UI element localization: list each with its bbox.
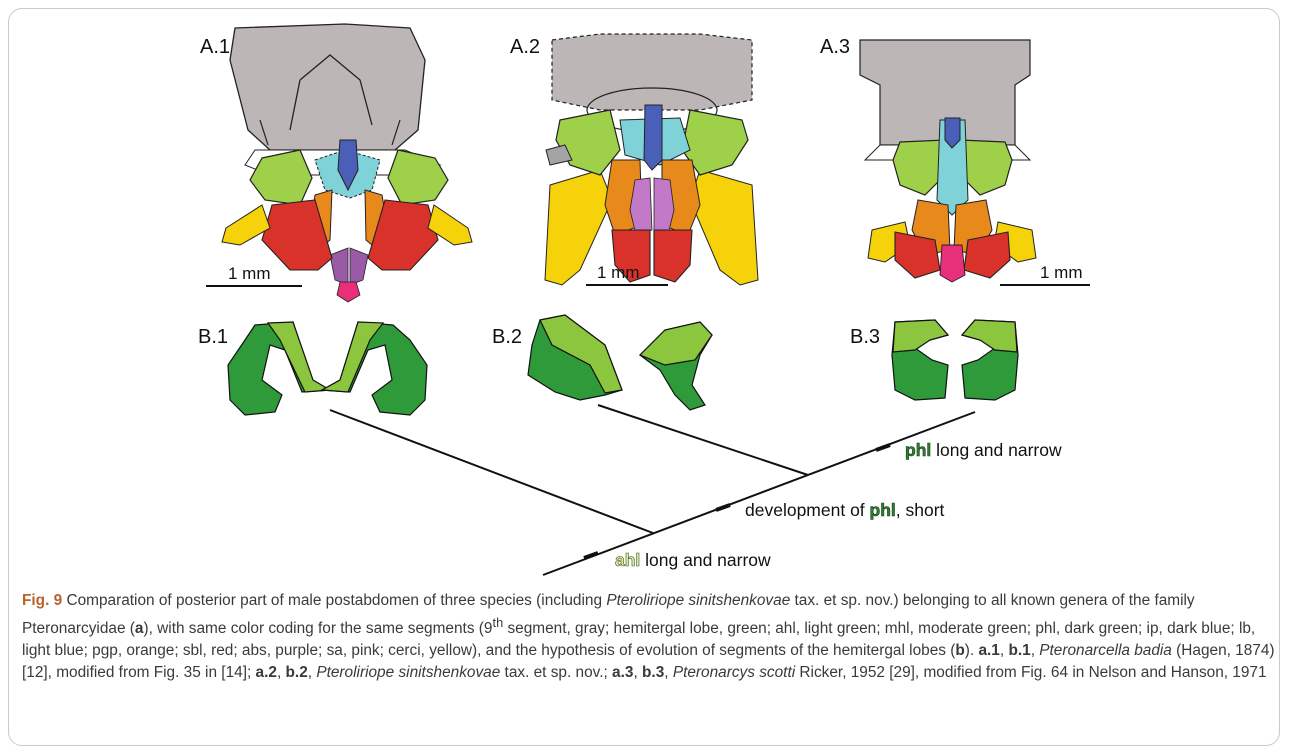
species-name: Pteroliriope sinitshenkovae bbox=[316, 664, 500, 681]
panel-label-b2: B.2 bbox=[492, 326, 522, 349]
tree-label-ahl-long: ahl long and narrow bbox=[615, 550, 771, 571]
specimen-a1 bbox=[222, 24, 472, 302]
panel-label-a3: A.3 bbox=[820, 36, 850, 59]
caption-panel-ref: a.1 bbox=[978, 642, 999, 659]
caption-text: ). bbox=[965, 642, 979, 659]
dev-pre-text: development of bbox=[745, 500, 870, 520]
caption-text: Ricker, 1952 [29], modified from Fig. 64… bbox=[795, 664, 1266, 681]
panel-label-a2: A.2 bbox=[510, 36, 540, 59]
caption-text: ), with same color coding for the same s… bbox=[143, 620, 492, 637]
species-name: Pteroliriope sinitshenkovae bbox=[606, 592, 790, 609]
scale-label-a2: 1 mm bbox=[597, 263, 640, 283]
caption-panel-ref: a.2 bbox=[256, 664, 277, 681]
lobes-b2 bbox=[528, 315, 712, 410]
caption-panel-ref: b.1 bbox=[1008, 642, 1030, 659]
lobes-b1 bbox=[228, 322, 427, 415]
caption-panel-ref: b.3 bbox=[642, 664, 664, 681]
species-name: Pteronarcys scotti bbox=[673, 664, 795, 681]
caption-text: , bbox=[277, 664, 286, 681]
caption-text: , bbox=[664, 664, 673, 681]
caption-text: , bbox=[633, 664, 642, 681]
caption-panel-ref: b bbox=[955, 642, 964, 659]
caption-text: Comparation of posterior part of male po… bbox=[62, 592, 606, 609]
caption-panel-ref: b.2 bbox=[286, 664, 308, 681]
figure-number: Fig. 9 bbox=[22, 592, 62, 609]
ahl-long-text: long and narrow bbox=[640, 550, 770, 570]
lobes-b3 bbox=[892, 320, 1018, 400]
specimen-a2 bbox=[545, 34, 758, 285]
specimen-a3 bbox=[860, 40, 1036, 282]
scale-label-a1: 1 mm bbox=[228, 264, 271, 284]
phl-long-text: long and narrow bbox=[931, 440, 1061, 460]
panel-label-b1: B.1 bbox=[198, 326, 228, 349]
tree-label-phl-long: phl long and narrow bbox=[905, 440, 1062, 461]
phl-code: phl bbox=[905, 440, 931, 460]
ahl-code: ahl bbox=[615, 550, 640, 570]
tree-label-development: development of phl, short bbox=[745, 500, 944, 521]
dev-post-text: , short bbox=[896, 500, 945, 520]
caption-superscript: th bbox=[493, 615, 504, 630]
figure-caption: Fig. 9 Comparation of posterior part of … bbox=[22, 590, 1277, 684]
scale-label-a3: 1 mm bbox=[1040, 263, 1083, 283]
caption-panel-ref: a.3 bbox=[612, 664, 633, 681]
species-name: Pteronarcella badia bbox=[1039, 642, 1172, 659]
caption-text: , bbox=[1031, 642, 1040, 659]
panel-label-a1: A.1 bbox=[200, 36, 230, 59]
caption-text: tax. et sp. nov.; bbox=[500, 664, 612, 681]
dev-phl-code: phl bbox=[870, 500, 896, 520]
panel-label-b3: B.3 bbox=[850, 326, 880, 349]
